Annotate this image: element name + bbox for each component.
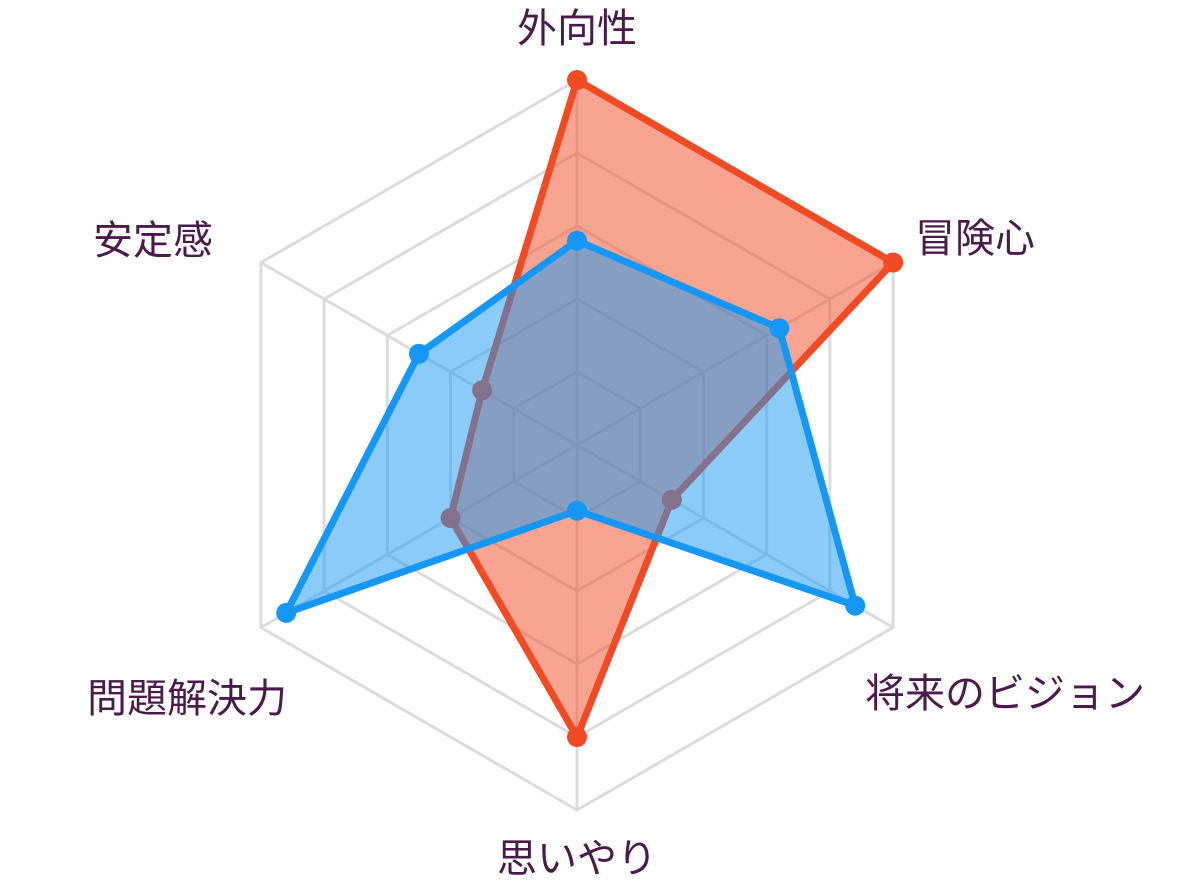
- series-blue-point: [567, 230, 587, 251]
- series-blue: [276, 230, 866, 623]
- series-blue-point: [276, 602, 297, 623]
- series-orange-point: [883, 252, 904, 273]
- axis-label: 安定感: [93, 218, 213, 264]
- axis-label: 思いやり: [497, 836, 657, 882]
- axis-label: 将来のビジョン: [865, 671, 1145, 717]
- axis-label: 問題解決力: [87, 676, 287, 722]
- series-blue-point: [769, 318, 790, 339]
- axis-label: 外向性: [517, 6, 637, 52]
- series-orange-point: [567, 727, 587, 747]
- series-layer: [276, 70, 904, 747]
- series-blue-point: [567, 500, 587, 521]
- series-blue-point: [845, 595, 866, 616]
- series-blue-point: [408, 343, 429, 364]
- axis-label: 冒険心: [915, 216, 1035, 262]
- series-orange-point: [567, 70, 587, 90]
